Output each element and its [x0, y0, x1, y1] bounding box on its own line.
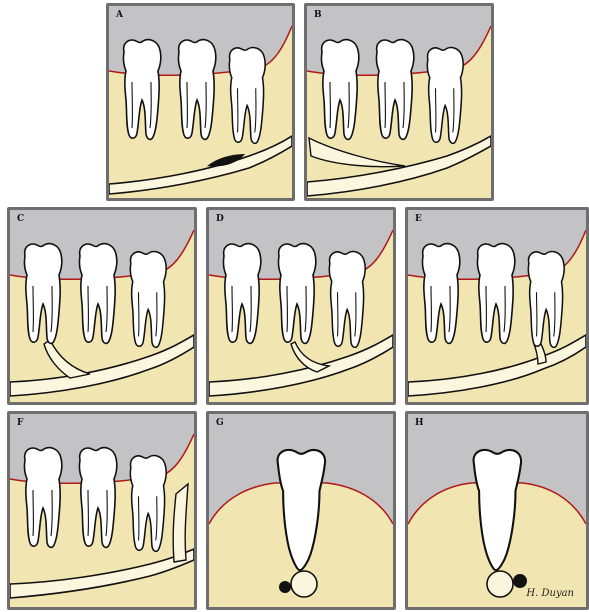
panel-label: D — [216, 214, 224, 224]
panel-label: C — [17, 214, 24, 224]
panel-e: E — [405, 207, 589, 405]
mandibular-canal — [291, 571, 317, 597]
panel-b: B — [304, 3, 494, 201]
panel-c: C — [7, 207, 197, 405]
panel-b-illustration — [307, 6, 491, 198]
panel-a: A — [106, 3, 295, 201]
panel-h: H H. Duyan — [405, 411, 589, 610]
author-signature: H. Duyan — [526, 588, 574, 599]
panel-label: A — [116, 10, 123, 20]
mandibular-canal — [487, 571, 513, 597]
accessory-canal — [279, 581, 291, 593]
retromolar-ascending-canal — [173, 484, 188, 562]
panel-d-illustration — [209, 210, 393, 402]
panel-e-illustration — [408, 210, 586, 402]
panel-label: H — [415, 418, 424, 428]
panel-label: E — [415, 214, 422, 224]
panel-d: D — [206, 207, 396, 405]
panel-h-illustration — [408, 414, 586, 607]
panel-label: G — [216, 418, 224, 428]
panel-f: F — [7, 411, 197, 610]
panel-f-illustration — [10, 414, 194, 607]
panel-label: F — [17, 418, 23, 428]
panel-label: B — [314, 10, 322, 20]
panel-g-illustration — [209, 414, 393, 607]
panel-g: G — [206, 411, 396, 610]
accessory-canal — [513, 574, 527, 588]
panel-a-illustration — [109, 6, 292, 198]
panel-c-illustration — [10, 210, 194, 402]
